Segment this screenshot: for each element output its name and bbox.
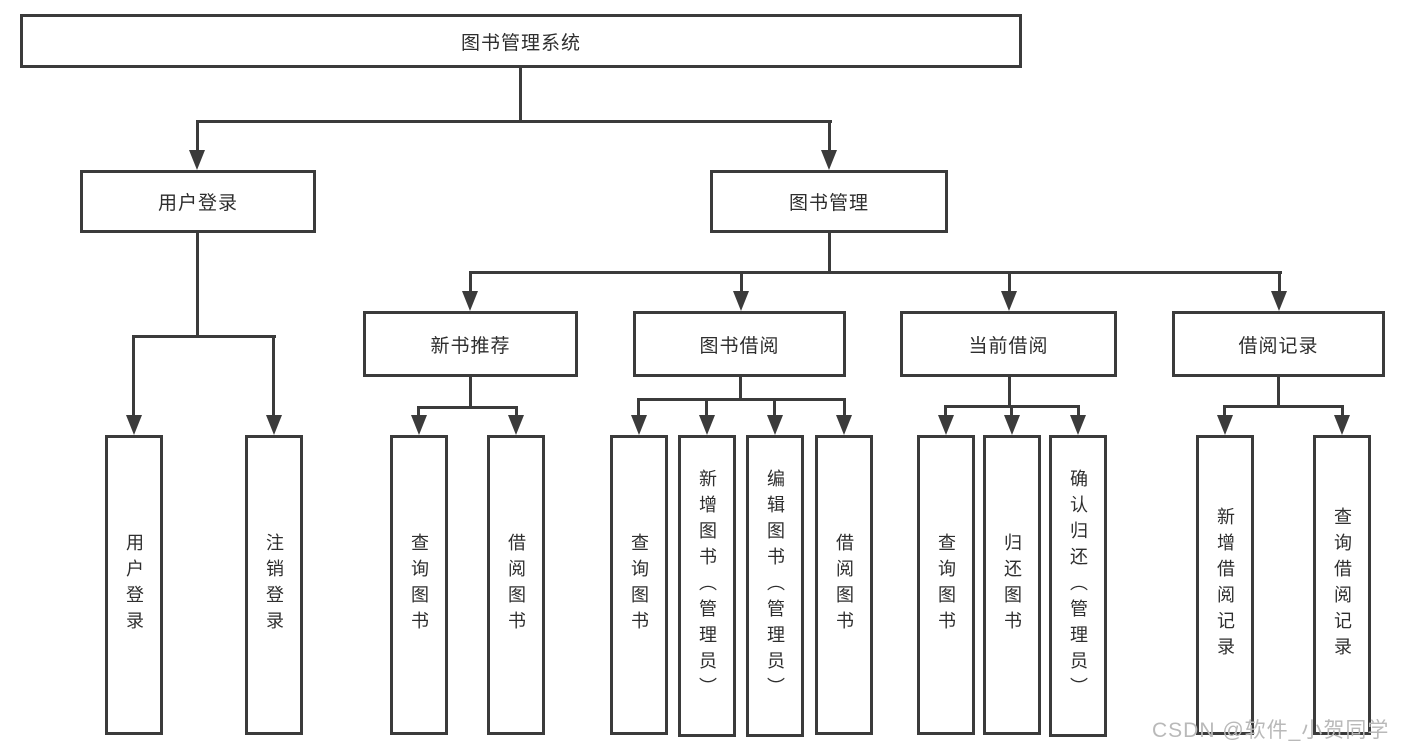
connector-root-drop-left (196, 120, 199, 152)
connector-borrow-drop-3 (773, 398, 776, 417)
leaf-user-login: 用户登录 (105, 435, 163, 735)
arrowhead (189, 150, 205, 170)
leaf-label: 查询图书 (629, 533, 649, 637)
leaf-borrow-books-borrowing: 借阅图书 (815, 435, 873, 735)
leaf-label: 归还图书 (1002, 533, 1022, 637)
connector-root-stem (519, 68, 522, 123)
connector-records-stem (1277, 377, 1280, 407)
connector-records-rail (1223, 405, 1344, 408)
connector-userlogin-drop-2 (272, 335, 275, 417)
arrowhead (1070, 415, 1086, 435)
leaf-label: 借阅图书 (834, 533, 854, 637)
leaf-query-books-borrowing: 查询图书 (610, 435, 668, 735)
connector-root-drop-right (828, 120, 831, 152)
leaf-label: 编辑图书（管理员） (765, 469, 785, 703)
connector-current-drop-2 (1010, 405, 1013, 417)
node-book-management: 图书管理 (710, 170, 948, 233)
leaf-add-books-admin: 新增图书（管理员） (678, 435, 736, 737)
leaf-query-borrow-record: 查询借阅记录 (1313, 435, 1371, 735)
node-current-borrowing: 当前借阅 (900, 311, 1117, 377)
node-label: 用户登录 (157, 193, 238, 214)
leaf-label: 用户登录 (124, 533, 144, 637)
connector-borrow-rail (637, 398, 846, 401)
leaf-label: 查询借阅记录 (1332, 507, 1352, 663)
connector-borrow-drop-2 (705, 398, 708, 417)
connector-newbook-drop-1 (417, 406, 420, 417)
arrowhead (1334, 415, 1350, 435)
arrowhead (699, 415, 715, 435)
node-label: 图书借阅 (699, 335, 780, 357)
node-new-book-recommendation: 新书推荐 (363, 311, 578, 377)
leaf-query-books-current: 查询图书 (917, 435, 975, 735)
arrowhead (266, 415, 282, 435)
arrowhead (1004, 415, 1020, 435)
leaf-label: 注销登录 (264, 533, 284, 637)
leaf-label: 查询图书 (409, 533, 429, 637)
connector-newbook-drop-2 (515, 406, 518, 417)
arrowhead (1271, 291, 1287, 311)
arrowhead (938, 415, 954, 435)
connector-bookmgmt-drop-4 (1278, 271, 1281, 295)
watermark: CSDN @软件_小贺同学 (1152, 719, 1390, 742)
arrowhead (733, 291, 749, 311)
leaf-label: 新增借阅记录 (1215, 507, 1235, 663)
arrowhead (1217, 415, 1233, 435)
leaf-label: 查询图书 (936, 533, 956, 637)
connector-borrow-drop-1 (637, 398, 640, 417)
connector-bookmgmt-drop-1 (469, 271, 472, 295)
leaf-logout: 注销登录 (245, 435, 303, 735)
arrowhead (821, 150, 837, 170)
connector-current-drop-3 (1077, 405, 1080, 417)
node-label: 借阅记录 (1238, 335, 1319, 357)
connector-bookmgmt-drop-3 (1008, 271, 1011, 295)
connector-current-drop-1 (944, 405, 947, 417)
node-user-login: 用户登录 (80, 170, 316, 233)
leaf-add-borrow-record: 新增借阅记录 (1196, 435, 1254, 735)
connector-records-drop-2 (1341, 405, 1344, 417)
arrowhead (508, 415, 524, 435)
node-label: 新书推荐 (430, 335, 511, 357)
connector-userlogin-rail (132, 335, 276, 338)
connector-userlogin-drop-1 (132, 335, 135, 417)
connector-root-rail (196, 120, 832, 123)
connector-bookmgmt-drop-2 (740, 271, 743, 295)
arrowhead (1001, 291, 1017, 311)
arrowhead (411, 415, 427, 435)
connector-records-drop-1 (1223, 405, 1226, 417)
arrowhead (836, 415, 852, 435)
leaf-confirm-return-admin: 确认归还（管理员） (1049, 435, 1107, 737)
leaf-edit-books-admin: 编辑图书（管理员） (746, 435, 804, 737)
connector-newbook-stem (469, 377, 472, 408)
connector-borrow-stem (739, 377, 742, 400)
node-label: 图书管理 (788, 193, 869, 214)
connector-userlogin-stem (196, 233, 199, 337)
leaf-label: 借阅图书 (506, 533, 526, 637)
leaf-borrow-books-recommend: 借阅图书 (487, 435, 545, 735)
arrowhead (462, 291, 478, 311)
connector-borrow-drop-4 (843, 398, 846, 417)
node-label: 当前借阅 (968, 335, 1049, 357)
leaf-label: 新增图书（管理员） (697, 469, 717, 703)
node-label: 图书管理系统 (460, 32, 581, 54)
node-borrowing-records: 借阅记录 (1172, 311, 1385, 377)
arrowhead (631, 415, 647, 435)
connector-current-stem (1008, 377, 1011, 407)
arrowhead (767, 415, 783, 435)
connector-bookmgmt-stem (828, 233, 831, 273)
node-book-borrowing: 图书借阅 (633, 311, 846, 377)
leaf-query-books-recommend: 查询图书 (390, 435, 448, 735)
leaf-label: 确认归还（管理员） (1068, 469, 1088, 703)
connector-newbook-rail (417, 406, 518, 409)
leaf-return-books: 归还图书 (983, 435, 1041, 735)
connector-bookmgmt-rail (469, 271, 1282, 274)
node-library-management-system: 图书管理系统 (20, 14, 1022, 68)
arrowhead (126, 415, 142, 435)
